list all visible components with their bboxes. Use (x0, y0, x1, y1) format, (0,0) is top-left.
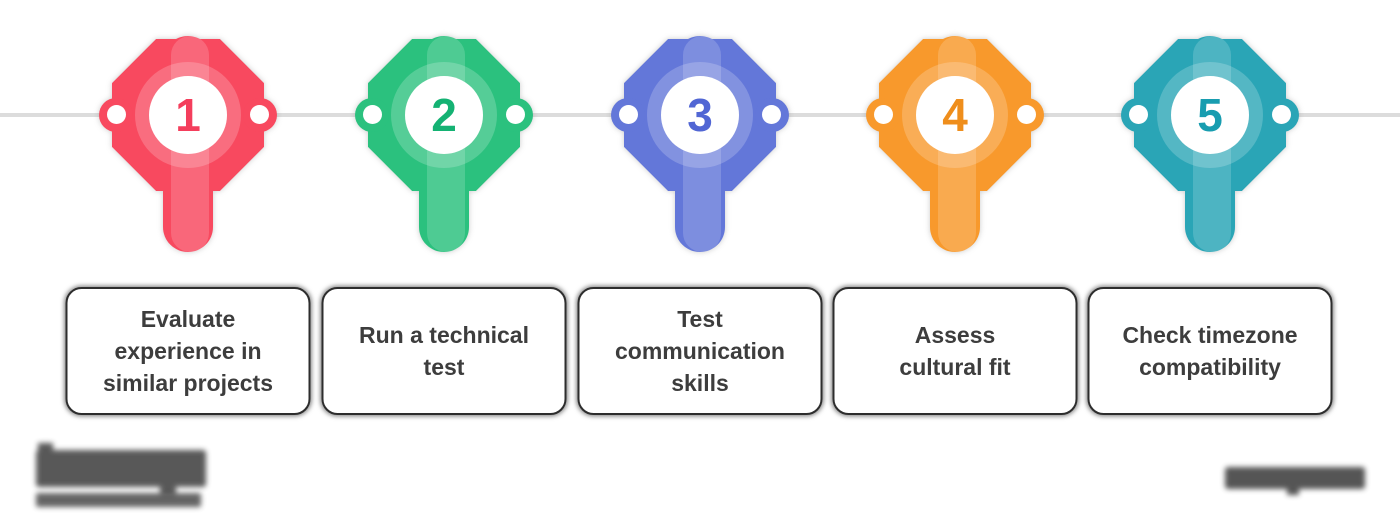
timeline-dot-right (1272, 105, 1291, 124)
blurred-logo-bottom-left (36, 443, 206, 496)
timeline-dot-left (874, 105, 893, 124)
step-number: 1 (175, 89, 201, 141)
timeline-dot-right (1017, 105, 1036, 124)
timeline-dot-right (762, 105, 781, 124)
badge-number-circle: 5 (1171, 76, 1249, 154)
badge-number-circle: 3 (661, 76, 739, 154)
blurred-logo-bottom-right (1225, 467, 1365, 495)
blurred-tagline-bottom-left (36, 493, 201, 507)
timeline-dot-left (107, 105, 126, 124)
step-number: 5 (1197, 89, 1223, 141)
timeline-dot-left (363, 105, 382, 124)
badge-number-circle: 4 (916, 76, 994, 154)
step-number: 3 (687, 89, 713, 141)
step-number: 2 (431, 89, 457, 141)
badge-number-circle: 1 (149, 76, 227, 154)
step-number: 4 (942, 89, 968, 141)
timeline-dot-right (506, 105, 525, 124)
timeline-dot-right (250, 105, 269, 124)
badge-number-circle: 2 (405, 76, 483, 154)
timeline-dot-left (1129, 105, 1148, 124)
timeline-dot-left (619, 105, 638, 124)
